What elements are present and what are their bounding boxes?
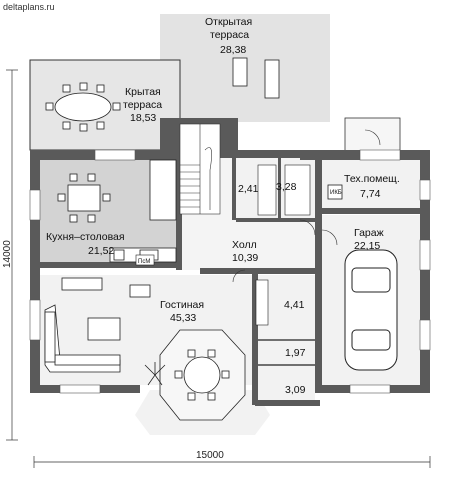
hall-name: Холл <box>232 239 257 251</box>
tech-name: Тех.помещ. <box>344 173 400 185</box>
covered-terrace-area: 18,53 <box>130 112 156 124</box>
wc-area: 2,41 <box>238 183 259 195</box>
closet-partitions <box>258 339 315 366</box>
pm-box <box>135 254 155 266</box>
kitchen-name: Кухня–столовая <box>46 231 125 243</box>
boiler-box <box>327 184 343 200</box>
watermark-text: deltaplans.ru <box>3 2 55 12</box>
living-area: 45,33 <box>170 312 196 324</box>
open-terrace-name-2: терраса <box>210 29 249 41</box>
depth-dimension: 14000 <box>2 240 13 268</box>
bay-dining-set <box>159 329 246 421</box>
living-name: Гостиная <box>160 299 204 311</box>
closet1-area: 3,28 <box>276 181 297 193</box>
door-swings <box>232 129 381 283</box>
watermark-bg <box>0 0 78 14</box>
kitchen-dining-set <box>57 173 111 223</box>
boiler-label: ИКБ <box>330 190 342 196</box>
closet2-area: 4,41 <box>284 299 305 311</box>
tech-area: 7,74 <box>360 188 381 200</box>
hall-area: 10,39 <box>232 252 258 264</box>
garage-name: Гараж <box>354 227 384 239</box>
open-terrace-area: 28,38 <box>220 44 246 56</box>
terrace-dining-set <box>45 82 121 132</box>
width-dimension: 15000 <box>196 450 224 461</box>
closet3-area: 1,97 <box>285 347 306 359</box>
fireplace <box>129 284 151 298</box>
open-terrace-name-1: Открытая <box>205 16 252 28</box>
covered-terrace-name-2: терраса <box>123 99 162 111</box>
living-sofa <box>44 277 121 373</box>
pm-label: ПсМ <box>138 259 150 265</box>
open-terrace-loungers <box>232 57 280 99</box>
covered-terrace-name-1: Крытая <box>125 86 161 98</box>
dimension-lines <box>6 69 431 468</box>
garage-area: 22,15 <box>354 240 380 252</box>
car-icon <box>344 249 398 371</box>
plant-icon <box>144 362 166 386</box>
closet4-area: 3,09 <box>285 384 306 396</box>
windows <box>29 149 431 394</box>
closet-shelves <box>255 164 311 326</box>
staircase <box>179 123 221 215</box>
kitchen-area: 21,52 <box>88 245 114 257</box>
